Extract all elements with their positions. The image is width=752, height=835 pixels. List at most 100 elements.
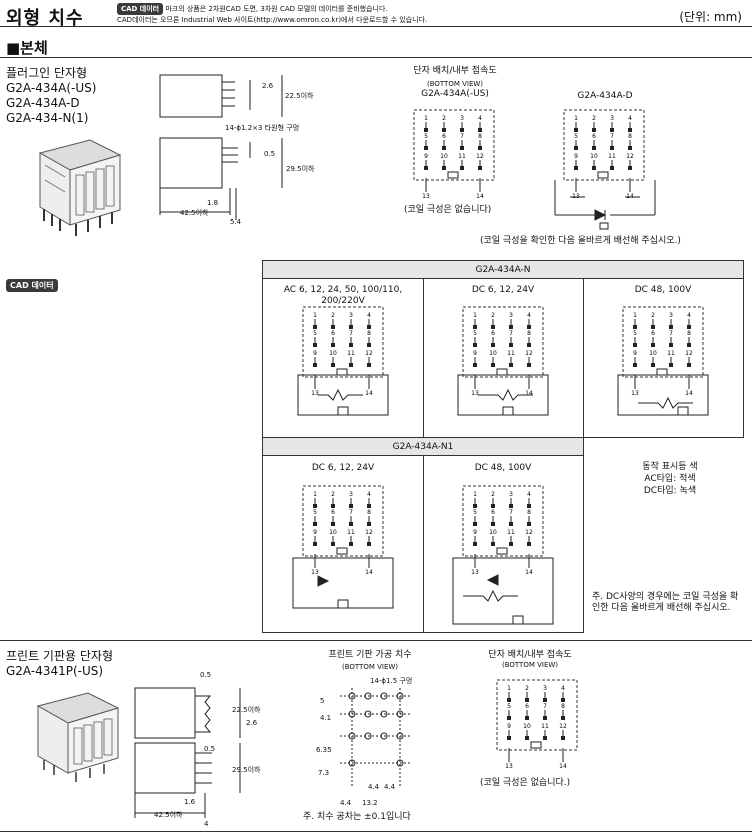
contact-mark — [349, 522, 353, 526]
cad-note: CAD 데이터 마크의 상품은 2차원CAD 도면, 3차원 CAD 모델의 데… — [117, 3, 537, 25]
diode-circuit-d — [554, 180, 656, 230]
contact-mark — [507, 736, 511, 740]
contact-mark — [509, 343, 513, 347]
contact-mark — [651, 363, 655, 367]
terminal-number: 14 — [559, 763, 567, 770]
voltage-label: DC 6, 12, 24V — [471, 285, 535, 295]
terminal-number: 5 — [313, 330, 317, 337]
cad-data-badge[interactable]: CAD 데이터 — [117, 3, 164, 15]
terminal-number: 8 — [527, 509, 531, 516]
contact-mark — [491, 522, 495, 526]
model-name: G2A-434-N(1) — [6, 111, 89, 125]
contact-mark — [424, 128, 428, 132]
terminal-number: 6 — [442, 133, 446, 140]
contact-mark — [527, 522, 531, 526]
led-ac: AC타입: 적색 — [644, 474, 696, 484]
check-polarity-note: (코일 극성을 확인한 다음 올바르게 배선해 주십시오.) — [480, 236, 681, 246]
contact-mark — [525, 716, 529, 720]
contact-mark — [633, 343, 637, 347]
contact-mark — [669, 363, 673, 367]
terminal-number: 9 — [633, 350, 637, 357]
terminal-number: 6 — [331, 509, 335, 516]
terminal-number: 4 — [628, 115, 632, 122]
contact-mark — [507, 698, 511, 702]
contact-mark — [543, 736, 547, 740]
terminal-number: 2 — [525, 685, 529, 692]
contact-mark — [610, 128, 614, 132]
terminal-number: 14 — [685, 390, 693, 397]
contact-mark — [509, 325, 513, 329]
contact-mark — [651, 325, 655, 329]
voltage-label: AC 6, 12, 24, 50, 100/110, 200/220V — [283, 285, 403, 306]
terminal-number: 3 — [509, 312, 513, 319]
contact-mark — [574, 128, 578, 132]
terminal-number: 7 — [349, 330, 353, 337]
contact-mark — [442, 166, 446, 170]
terminal-number: 3 — [543, 685, 547, 692]
terminal-number: 7 — [349, 509, 353, 516]
contact-mark — [633, 325, 637, 329]
contact-mark — [367, 542, 371, 546]
no-polarity-note: (코일 극성은 없습니다) — [404, 205, 492, 215]
dim-label: 42.5이하 — [154, 811, 183, 819]
contact-mark — [460, 146, 464, 150]
contact-mark — [628, 166, 632, 170]
contact-mark — [610, 166, 614, 170]
pcb-dim: 4.4 — [368, 783, 380, 791]
pcb-dim: 4.4 — [384, 783, 396, 791]
contact-mark — [424, 146, 428, 150]
terminal-number: 10 — [329, 529, 337, 536]
contact-mark — [473, 363, 477, 367]
contact-mark — [331, 343, 335, 347]
model-a-label: G2A-434A(-US) — [421, 89, 489, 99]
pcb-tolerance-note: 주. 치수 공차는 ±0.1입니다 — [303, 812, 411, 822]
contact-mark — [491, 504, 495, 508]
terminal-number: 6 — [491, 330, 495, 337]
dim-label: 1.8 — [207, 199, 219, 207]
terminal-number: 1 — [424, 115, 428, 122]
contact-mark — [313, 522, 317, 526]
terminal-number: 5 — [473, 509, 477, 516]
contact-mark — [669, 343, 673, 347]
dim-label: 22.5이하 — [232, 706, 261, 714]
terminal-number: 8 — [628, 133, 632, 140]
terminal-number: 14 — [525, 569, 533, 576]
dim-label: 29.5이하 — [286, 165, 315, 173]
dc-polarity-note: 주. DC사양의 경우에는 코일 극성을 확인한 다음 올바르게 배선해 주십시… — [592, 592, 739, 613]
contact-mark — [473, 542, 477, 546]
terminal-number: 12 — [525, 350, 533, 357]
dim-label: 29.5이하 — [232, 766, 261, 774]
contact-mark — [561, 716, 565, 720]
led-dc: DC타입: 녹색 — [643, 486, 697, 496]
terminal-number: 7 — [543, 703, 547, 710]
terminal-number: 11 — [347, 529, 355, 536]
terminal-number: 1 — [313, 312, 317, 319]
contact-mark — [491, 343, 495, 347]
terminal-number: 1 — [473, 491, 477, 498]
model-name: G2A-434A(-US) — [6, 81, 97, 95]
terminal-number: 6 — [525, 703, 529, 710]
terminal-number: 12 — [685, 350, 693, 357]
terminal-number: 8 — [478, 133, 482, 140]
contact-mark — [349, 343, 353, 347]
contact-mark — [349, 363, 353, 367]
terminal-number: 14 — [365, 390, 373, 397]
contact-mark — [367, 363, 371, 367]
table-n-title: G2A-434A-N — [263, 261, 743, 279]
cad-data-badge[interactable]: CAD 데이터 — [6, 279, 58, 292]
dim-label: 22.5이하 — [285, 92, 314, 100]
terminal-number: 10 — [590, 153, 598, 160]
terminal-number: 9 — [313, 529, 317, 536]
contact-mark — [331, 504, 335, 508]
terminal-number: 9 — [574, 153, 578, 160]
contact-mark — [525, 736, 529, 740]
terminal-number: 4 — [527, 312, 531, 319]
terminal-number: 12 — [365, 529, 373, 536]
model-name: G2A-434A-D — [6, 96, 80, 110]
terminal-number: 4 — [367, 491, 371, 498]
model-d-label: G2A-434A-D — [577, 91, 633, 101]
contact-mark — [527, 542, 531, 546]
